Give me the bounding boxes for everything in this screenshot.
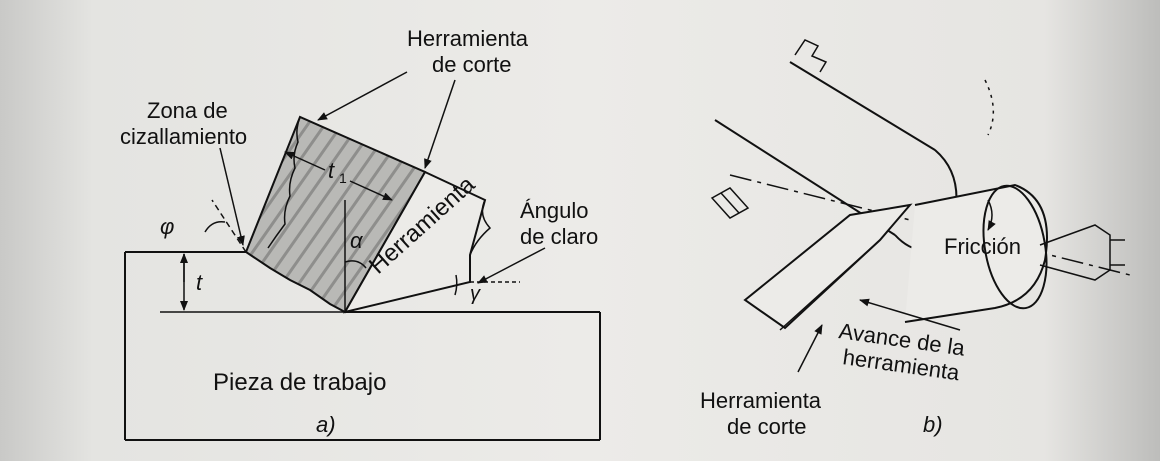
label-workpiece: Pieza de trabajo bbox=[213, 369, 386, 396]
symbol-gamma: γ bbox=[470, 283, 481, 305]
panel-label-a: a) bbox=[316, 412, 336, 437]
label-shear-zone-1: Zona de bbox=[147, 98, 228, 123]
symbol-t1-sub: 1 bbox=[339, 170, 347, 186]
label-clearance-1: Ángulo bbox=[520, 198, 589, 223]
symbol-phi: φ bbox=[160, 214, 174, 239]
label-clearance-2: de claro bbox=[520, 224, 598, 249]
label-shear-zone-2: cizallamiento bbox=[120, 124, 247, 149]
symbol-t1: t bbox=[328, 158, 335, 183]
figure-b bbox=[710, 39, 1131, 373]
label-friction: Fricción bbox=[944, 234, 1021, 259]
label-tool-b-2: de corte bbox=[727, 414, 807, 439]
chip bbox=[244, 115, 427, 314]
label-tool-b-1: Herramienta bbox=[700, 388, 822, 413]
cutting-tool bbox=[342, 170, 487, 314]
cutting-tool-b bbox=[743, 203, 913, 330]
turned-cylinder bbox=[904, 183, 1048, 323]
label-tool-title-2: de corte bbox=[432, 52, 512, 77]
symbol-alpha: α bbox=[350, 228, 364, 253]
workpiece-outline bbox=[124, 251, 601, 441]
symbol-depth: t bbox=[196, 270, 203, 295]
label-tool-title-1: Herramienta bbox=[407, 26, 529, 51]
figure-a bbox=[124, 71, 601, 441]
panel-label-b: b) bbox=[923, 412, 943, 437]
